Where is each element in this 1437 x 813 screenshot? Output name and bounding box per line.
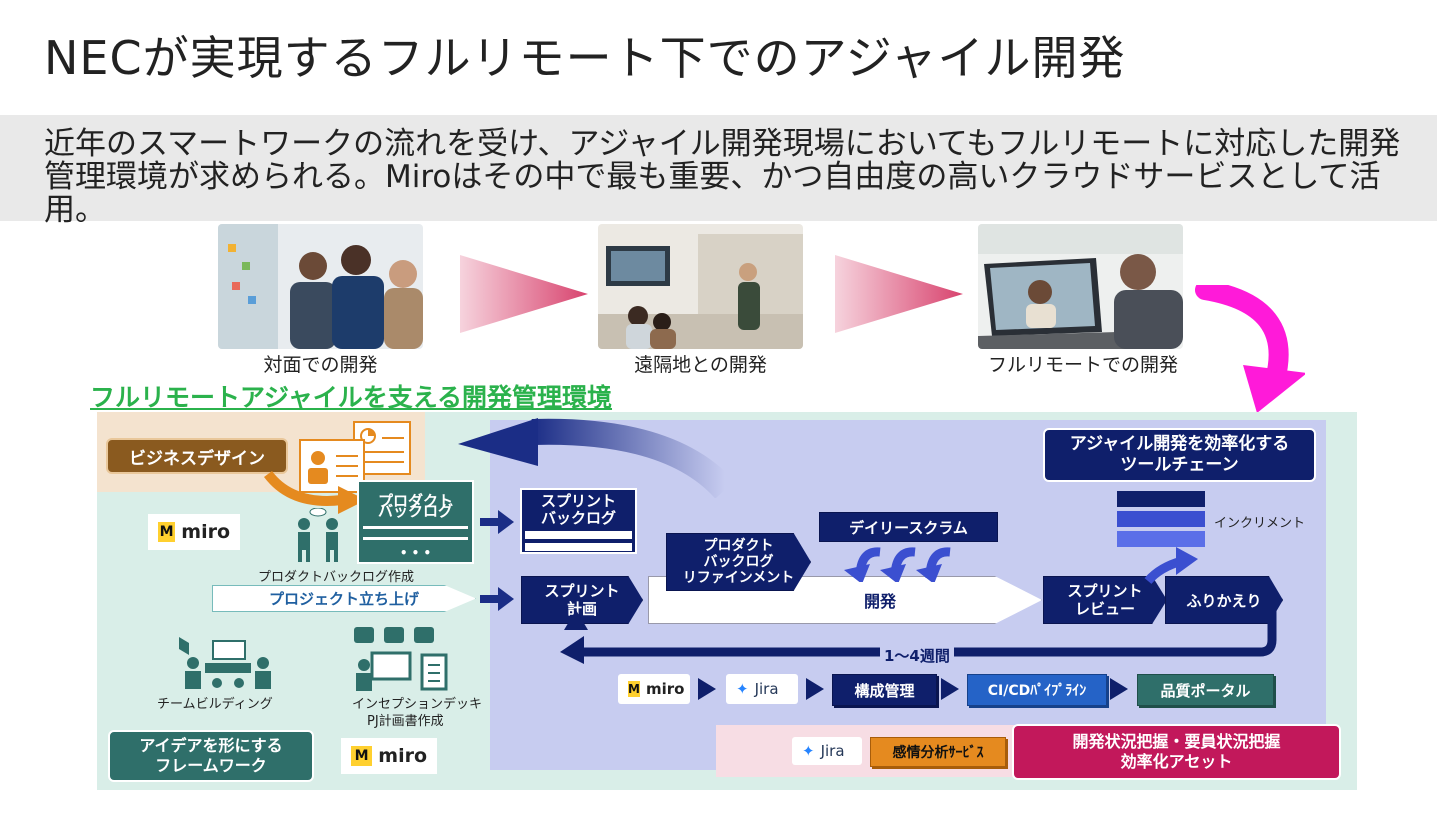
- chain-arrow-3: [941, 678, 959, 700]
- cicd-pipeline-box: CI/CDﾊﾟｲﾌﾟﾗｲﾝ: [967, 674, 1107, 706]
- subtitle: 近年のスマートワークの流れを受け、アジャイル開発現場においてもフルリモートに対応…: [44, 126, 1401, 228]
- retrospective-box: ふりかえり: [1165, 576, 1283, 624]
- sprint-review-line1: スプリント: [1067, 582, 1143, 600]
- stage-caption-remote: 遠隔地との開発: [634, 354, 767, 376]
- photo-full-remote: [978, 224, 1183, 349]
- development-label: 開発: [863, 592, 896, 611]
- efficiency-asset-title: 開発状況把握・要員状況把握 効率化アセット: [1012, 724, 1341, 780]
- miro-logo-2: M miro: [341, 738, 437, 774]
- orange-flow-arrow: [264, 470, 366, 514]
- sentiment-analysis-box: 感情分析ｻｰﾋﾞｽ: [870, 737, 1006, 767]
- increment-up-arrow: [1144, 547, 1198, 585]
- sprint-planning-line1: スプリント: [544, 582, 620, 600]
- product-backlog-line2: バックログ: [377, 501, 453, 520]
- refinement-line3: リファインメント: [682, 570, 795, 586]
- jira-icon: ✦: [802, 742, 815, 760]
- inception-icon: [354, 627, 448, 691]
- stage-arrow-1: [460, 255, 588, 333]
- arrow-to-sprint-planning: [480, 587, 514, 611]
- cycle-label: 1〜4週間: [880, 645, 954, 666]
- cycle-return-arrow: [560, 610, 1277, 664]
- jira-logo-2: ✦ Jira: [792, 737, 862, 765]
- page-title: NECが実現するフルリモート下でのアジャイル開発: [44, 31, 1126, 85]
- stage-arrow-2: [835, 255, 963, 333]
- product-backlog-line1: プロダクト: [377, 491, 453, 510]
- product-backlog-board: プロダクト バックログ • • •: [357, 480, 474, 564]
- photo-remote: [598, 224, 803, 349]
- idea-framework-line2: フレームワーク: [155, 756, 267, 775]
- miro-logo-1: M miro: [148, 514, 240, 550]
- feedback-arrow: [458, 418, 735, 498]
- curved-down-arrow: [1195, 285, 1305, 413]
- miro-mark-icon: M: [628, 681, 640, 697]
- stage-caption-full-remote: フルリモートでの開発: [987, 354, 1178, 376]
- photo-face-to-face: [218, 224, 423, 349]
- team-building-icon: [179, 637, 271, 689]
- daily-scrum-box: デイリースクラム: [819, 512, 998, 542]
- efficiency-asset-line2: 効率化アセット: [1120, 752, 1233, 771]
- section-title: フルリモートアジャイルを支える開発管理環境: [90, 383, 613, 412]
- daily-cycle-icon: [844, 547, 951, 582]
- jira-icon: ✦: [736, 680, 749, 698]
- sprint-planning-box: スプリント 計画: [521, 576, 643, 624]
- jira-text: Jira: [820, 742, 845, 760]
- toolchain-title: アジャイル開発を効率化する ツールチェーン: [1043, 428, 1316, 482]
- miro-text: miro: [645, 680, 685, 698]
- stage-caption-face-to-face: 対面での開発: [263, 354, 378, 376]
- miro-text: miro: [181, 521, 230, 543]
- refinement-line2: バックログ: [703, 554, 774, 570]
- efficiency-asset-line1: 開発状況把握・要員状況把握: [1072, 732, 1281, 751]
- product-backlog-dots: • • •: [399, 546, 432, 560]
- miro-mark-icon: M: [351, 746, 373, 766]
- idea-framework-box: アイデアを形にする フレームワーク: [108, 730, 314, 782]
- sprint-backlog-line1: スプリント: [540, 491, 616, 510]
- increment-bar-1: [1117, 491, 1205, 507]
- increment-bar-3: [1117, 531, 1205, 547]
- business-design-label: ビジネスデザイン: [106, 438, 288, 474]
- meeting-people-icon: [298, 508, 338, 562]
- sprint-backlog-board: スプリント バックログ: [520, 488, 637, 554]
- project-launch-arrow: プロジェクト立ち上げ: [212, 585, 476, 612]
- chain-arrow-1: [698, 678, 716, 700]
- refinement-box: プロダクト バックログ リファインメント: [666, 533, 811, 591]
- team-building-label: チームビルディング: [157, 697, 273, 712]
- jira-logo-1: ✦ Jira: [726, 674, 798, 704]
- arrow-to-sprint-backlog: [480, 510, 514, 534]
- toolchain-title-line2: ツールチェーン: [1120, 455, 1239, 475]
- quality-portal-box: 品質ポータル: [1137, 674, 1274, 706]
- product-backlog-creation-label: プロダクトバックログ作成: [258, 570, 415, 585]
- increment-label: インクリメント: [1214, 516, 1306, 531]
- toolchain-title-line1: アジャイル開発を効率化する: [1069, 434, 1290, 454]
- refinement-line1: プロダクト: [703, 538, 774, 554]
- sprint-review-line2: レビュー: [1074, 600, 1135, 618]
- config-management-box: 構成管理: [832, 674, 937, 706]
- miro-logo-3: M miro: [618, 674, 690, 704]
- increment-bar-2: [1117, 511, 1205, 527]
- chain-arrow-2: [806, 678, 824, 700]
- miro-text: miro: [378, 745, 427, 767]
- idea-framework-line1: アイデアを形にする: [139, 736, 283, 755]
- sprint-backlog-line2: バックログ: [540, 508, 616, 527]
- inception-deck-label: インセプションデッキ: [352, 697, 483, 712]
- miro-mark-icon: M: [158, 522, 176, 542]
- jira-text: Jira: [754, 680, 779, 698]
- pj-plan-label: PJ計画書作成: [367, 714, 444, 729]
- sprint-review-box: スプリント レビュー: [1043, 576, 1167, 624]
- subtitle-band: [0, 115, 1437, 221]
- person-card-icon: [299, 421, 411, 493]
- chain-arrow-4: [1110, 678, 1128, 700]
